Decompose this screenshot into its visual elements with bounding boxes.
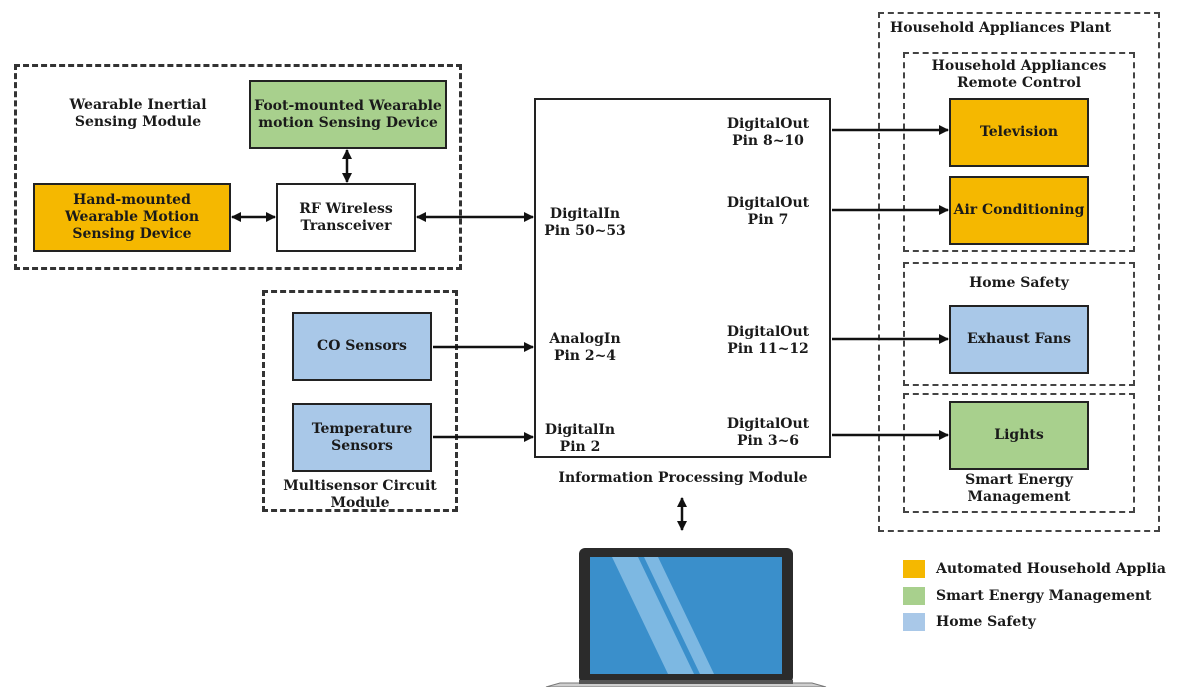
lights-box: Lights	[949, 401, 1089, 470]
legend-swatch-safety	[903, 613, 925, 631]
co-sensors-box: CO Sensors	[292, 312, 432, 381]
energy-label: Smart Energy Management	[965, 472, 1073, 505]
pin-digitalout-8-10: DigitalOut Pin 8~10	[726, 116, 810, 149]
pin-digitalin-2: DigitalIn Pin 2	[544, 422, 616, 455]
appliances-plant	[878, 12, 1160, 532]
legend-swatch-automated	[903, 560, 925, 578]
laptop-icon	[545, 548, 827, 687]
processing-module-label: Information Processing Module	[558, 470, 808, 486]
energy-group	[903, 393, 1135, 513]
air-conditioning-box: Air Conditioning	[949, 176, 1089, 245]
home-safety-label: Home Safety	[969, 275, 1069, 291]
wearable-module-label: Wearable Inertial Sensing Module	[69, 97, 207, 130]
appliances-plant-label: Household Appliances Plant	[890, 20, 1112, 36]
hand-device-box: Hand-mounted Wearable Motion Sensing Dev…	[33, 183, 231, 252]
exhaust-fans-box: Exhaust Fans	[949, 305, 1089, 374]
pin-digitalout-11-12: DigitalOut Pin 11~12	[726, 324, 810, 357]
remote-control-group	[903, 52, 1135, 252]
multisensor-module	[262, 290, 458, 512]
legend-swatch-energy	[903, 587, 925, 605]
pin-digitalout-3-6: DigitalOut Pin 3~6	[726, 416, 810, 449]
pin-digitalout-7: DigitalOut Pin 7	[726, 195, 810, 228]
rf-transceiver-box: RF Wireless Transceiver	[276, 183, 416, 252]
legend-label-automated: Automated Household Applia	[936, 561, 1166, 577]
pin-analogin-2-4: AnalogIn Pin 2~4	[549, 331, 621, 364]
legend-label-energy: Smart Energy Management	[936, 588, 1152, 604]
temperature-sensors-box: Temperature Sensors	[292, 403, 432, 472]
multisensor-module-label: Multisensor Circuit Module	[283, 478, 437, 511]
pin-digitalin-50-53: DigitalIn Pin 50~53	[544, 206, 626, 239]
television-box: Television	[949, 98, 1089, 167]
legend-label-safety: Home Safety	[936, 614, 1036, 630]
wearable-module	[14, 64, 462, 270]
processing-module-box	[534, 98, 831, 458]
home-safety-group	[903, 262, 1135, 386]
foot-device-box: Foot-mounted Wearable motion Sensing Dev…	[249, 80, 447, 149]
remote-control-label: Household Appliances Remote Control	[931, 58, 1107, 91]
